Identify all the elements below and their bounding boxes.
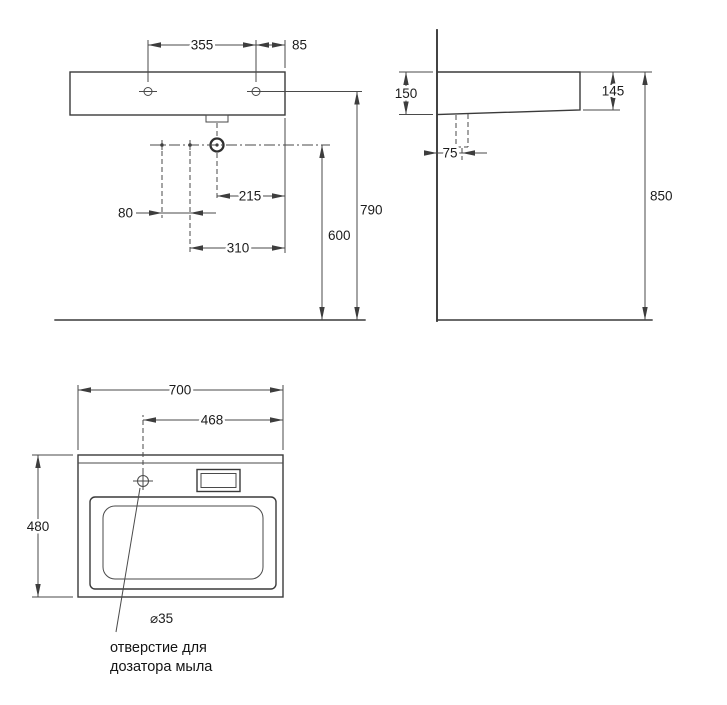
side-dimension-lines [403,72,648,320]
hole-diameter-label: ⌀35 [150,611,173,626]
dim-150-label: 150 [395,86,418,101]
dim-480-label: 480 [27,519,50,534]
dim-790-label: 790 [360,203,383,218]
basin-rim-outline [89,496,277,590]
side-view: 150 145 75 850 [392,29,675,322]
plan-object-lines [77,454,284,633]
front-view: 355 85 80 215 310 600 790 [54,35,385,321]
plan-dimension-lines [35,387,283,597]
sink-side-profile [436,71,581,116]
sink-plan-outline [77,454,284,598]
dim-850-label: 850 [650,189,673,204]
dim-145-label: 145 [602,84,625,99]
note-line-1: отверстие для [110,640,207,656]
front-object-lines [54,71,366,321]
dim-468-label: 468 [201,413,224,428]
sink-front-outline [69,71,286,116]
overflow-slot-outer [196,468,241,493]
overflow-slot-inner [200,473,237,488]
dim-215-label: 215 [239,189,262,204]
side-object-lines [436,29,653,322]
plan-extension-lines [32,385,284,598]
dim-355-label: 355 [191,38,214,53]
basin-bottom-outline [102,505,264,580]
note-line-2: дозатора мыла [110,659,213,675]
dim-600-label: 600 [328,228,351,243]
dim-310-label: 310 [227,241,250,256]
note-leader-line [115,487,141,633]
plan-view: 700 468 480 ⌀35 отверстие для дозатора м… [24,380,284,675]
side-extension-lines [399,71,652,160]
dim-75-label: 75 [442,146,457,161]
drain-stub [205,114,229,123]
dim-80-label: 80 [118,206,133,221]
dim-85-label: 85 [292,38,307,53]
dim-700-label: 700 [169,383,192,398]
front-dimension-lines [136,42,360,320]
